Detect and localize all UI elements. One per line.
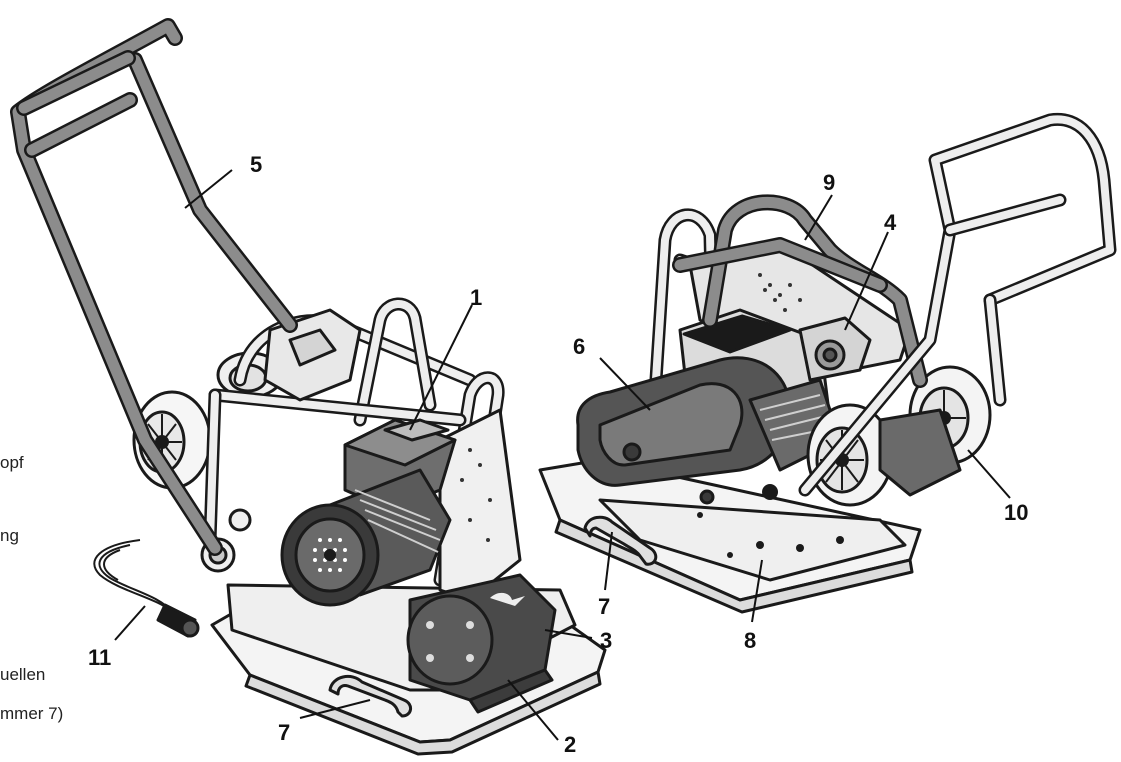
callout-7-right: 7	[598, 594, 610, 619]
left-exciter-housing	[406, 573, 557, 714]
side-text-1: opf	[0, 453, 24, 472]
callout-7-left: 7	[278, 720, 290, 745]
side-text-4: mmer 7)	[0, 704, 63, 723]
left-machine	[10, 18, 607, 756]
side-text-3: uellen	[0, 665, 45, 684]
callout-9: 9	[823, 170, 835, 195]
callout-5: 5	[250, 152, 262, 177]
leader-lines	[114, 169, 1011, 741]
callout-2: 2	[564, 732, 576, 757]
right-base-plate	[538, 458, 922, 614]
left-electric-motor	[280, 468, 452, 607]
callout-11: 11	[88, 645, 111, 670]
right-switch-box	[798, 316, 872, 382]
callout-8: 8	[744, 628, 756, 653]
callout-6: 6	[573, 334, 585, 359]
right-handle-bracket	[878, 408, 962, 497]
callout-3: 3	[600, 628, 612, 653]
callout-10: 10	[1004, 500, 1028, 525]
right-grip-handle	[583, 515, 658, 566]
power-cable	[93, 539, 200, 638]
callout-1: 1	[470, 285, 482, 310]
right-machine	[538, 112, 1117, 614]
callout-4: 4	[884, 210, 897, 235]
side-text-2: ng	[0, 526, 19, 545]
left-grip-handle	[328, 674, 412, 718]
left-guide-handle	[10, 18, 298, 556]
right-guide-handle	[798, 112, 1117, 497]
right-wheel-front	[806, 403, 894, 507]
right-roll-bar	[672, 194, 928, 388]
